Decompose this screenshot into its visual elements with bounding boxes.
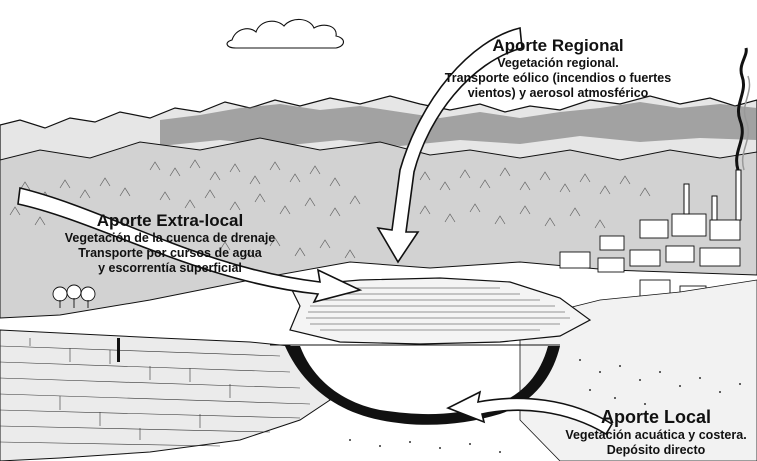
label-aporte-regional-line: Vegetación regional. xyxy=(408,56,708,71)
label-aporte-regional-line: vientos) y aerosol atmosférico xyxy=(408,86,708,101)
label-aporte-extra-local-title: Aporte Extra-local xyxy=(20,211,320,231)
label-aporte-local-title: Aporte Local xyxy=(556,407,756,428)
label-aporte-extra-local-line: Vegetación de la cuenca de drenaje xyxy=(20,231,320,246)
label-aporte-local: Aporte Local Vegetación acuática y coste… xyxy=(556,407,756,458)
label-aporte-local-line: Vegetación acuática y costera. xyxy=(556,428,756,443)
cloud xyxy=(227,19,343,48)
sediment-basin xyxy=(285,346,560,425)
label-aporte-extra-local-line: y escorrentía superficial xyxy=(20,261,320,276)
label-aporte-extra-local-line: Transporte por cursos de agua xyxy=(20,246,320,261)
label-aporte-regional-title: Aporte Regional xyxy=(408,36,708,56)
core-marker xyxy=(117,338,120,362)
label-aporte-local-line: Depósito directo xyxy=(556,443,756,458)
label-aporte-regional: Aporte Regional Vegetación regional. Tra… xyxy=(408,36,708,100)
label-aporte-extra-local: Aporte Extra-local Vegetación de la cuen… xyxy=(20,211,320,275)
label-aporte-regional-line: Transporte eólico (incendios o fuertes xyxy=(408,71,708,86)
